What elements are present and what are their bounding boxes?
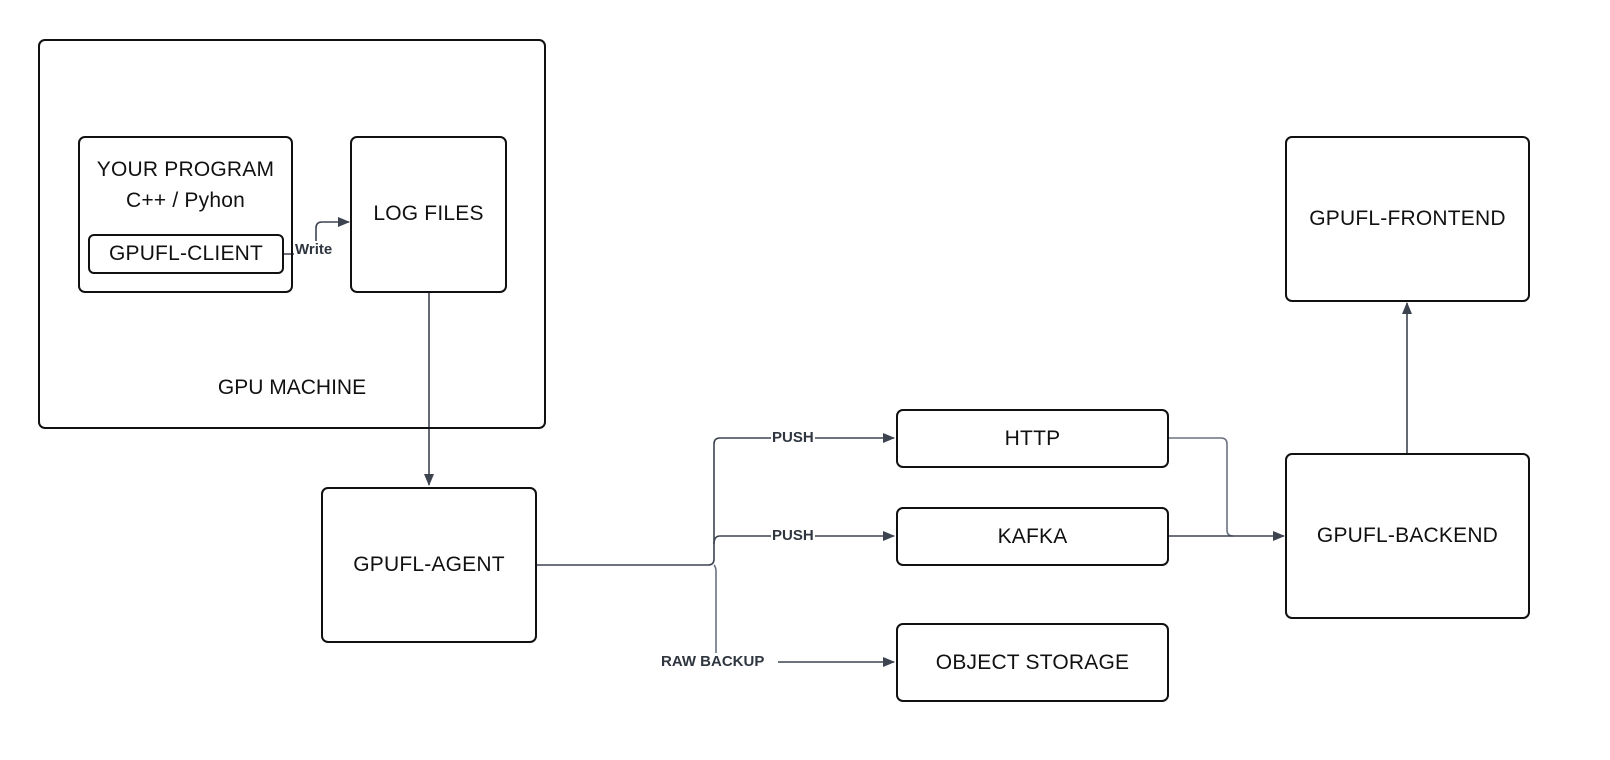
gpufl-backend-node[interactable]: GPUFL-BACKEND <box>1285 453 1530 619</box>
edge-label-raw-backup: RAW BACKUP <box>660 653 766 671</box>
kafka-node[interactable]: KAFKA <box>896 507 1169 566</box>
http-label: HTTP <box>1004 426 1061 450</box>
http-node[interactable]: HTTP <box>896 409 1169 468</box>
log-files-node[interactable]: LOG FILES <box>350 136 507 293</box>
edge-label-push-kafka: PUSH <box>771 527 815 545</box>
edge-push-kafka <box>713 531 895 545</box>
edge-raw-backup <box>713 564 717 655</box>
gpufl-agent-label: GPUFL-AGENT <box>353 553 505 576</box>
gpu-machine-container <box>38 39 546 429</box>
your-program-subtitle: C++ / Pyhon <box>126 189 245 212</box>
your-program-node[interactable]: YOUR PROGRAM C++ / Pyhon <box>78 136 293 293</box>
gpufl-frontend-label: GPUFL-FRONTEND <box>1309 207 1506 230</box>
gpufl-agent-node[interactable]: GPUFL-AGENT <box>321 487 537 643</box>
edge-write <box>283 217 350 255</box>
gpu-machine-label: GPU MACHINE <box>217 376 367 399</box>
edge-agent-trunk <box>536 558 715 566</box>
edge-http-to-backend <box>1168 437 1234 537</box>
kafka-label: KAFKA <box>997 524 1068 548</box>
log-files-label: LOG FILES <box>373 202 484 225</box>
gpufl-client-label: GPUFL-CLIENT <box>108 242 264 265</box>
edge-label-push-http: PUSH <box>771 429 815 447</box>
gpufl-client-node[interactable]: GPUFL-CLIENT <box>88 234 284 274</box>
edge-label-write: Write <box>294 241 334 259</box>
edge-push-http <box>713 433 895 559</box>
object-storage-node[interactable]: OBJECT STORAGE <box>896 623 1169 702</box>
gpufl-frontend-node[interactable]: GPUFL-FRONTEND <box>1285 136 1530 302</box>
object-storage-label: OBJECT STORAGE <box>935 650 1130 674</box>
your-program-title: YOUR PROGRAM <box>96 158 275 181</box>
gpufl-backend-label: GPUFL-BACKEND <box>1316 524 1499 547</box>
